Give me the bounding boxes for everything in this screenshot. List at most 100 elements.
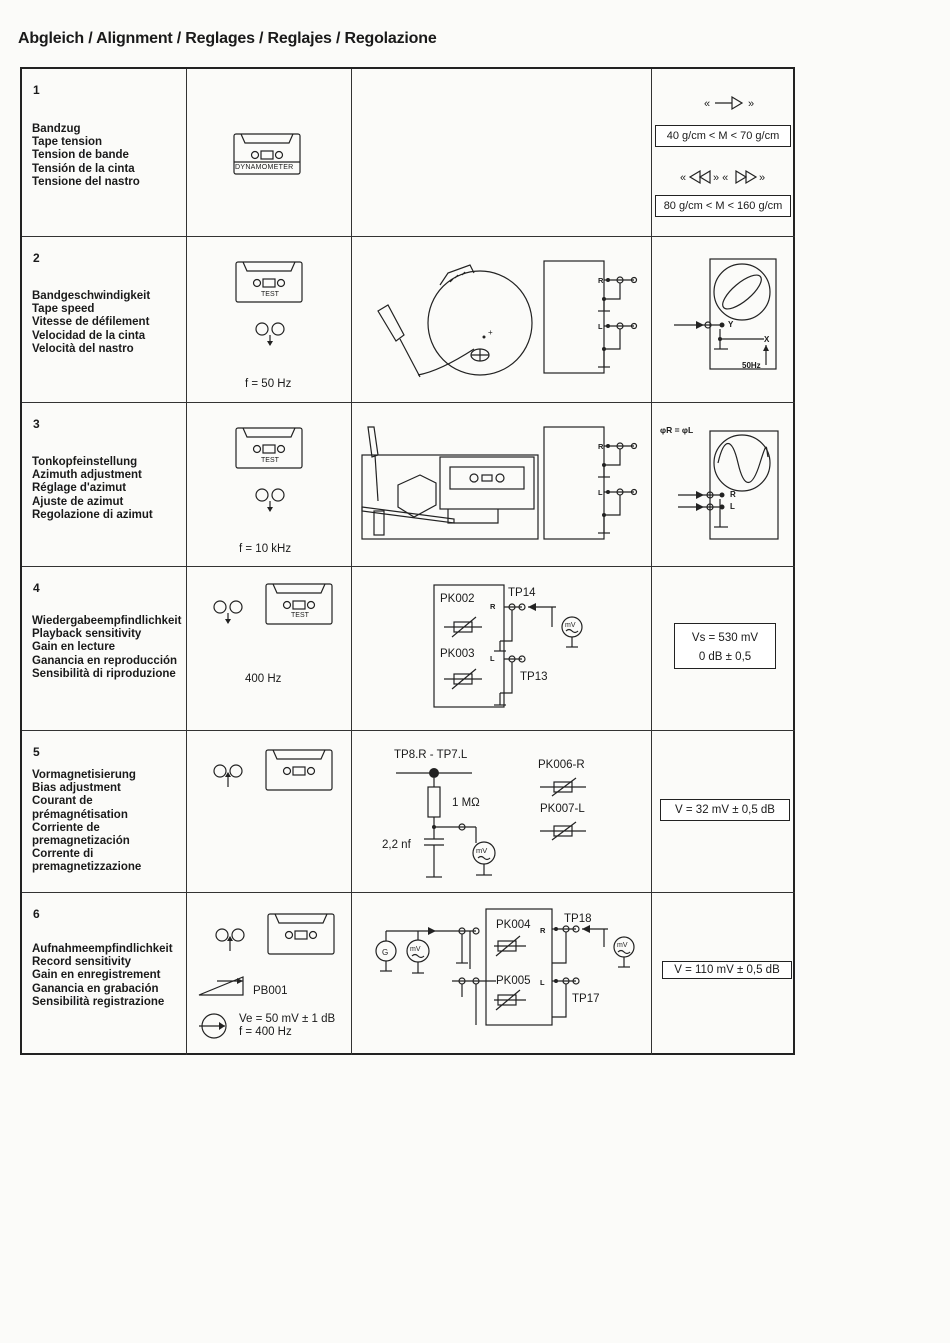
- svg-text:R: R: [598, 442, 604, 451]
- pk-label-b: PK005: [496, 975, 531, 987]
- spec-box: Vs = 530 mV 0 dB ± 0,5: [674, 623, 776, 669]
- test-cassette-icon: [265, 583, 333, 625]
- playback-reels-icon: [213, 600, 243, 624]
- test-cassette-icon: [235, 261, 303, 303]
- row-6-setup: PB001 Ve = 50 mV ± 1 dB f = 400 Hz: [187, 893, 352, 1055]
- cassette-label: TEST: [291, 612, 309, 619]
- playback-reels-icon: [255, 322, 285, 346]
- row-2-setup: TEST f = 50 Hz: [187, 237, 352, 403]
- alignment-table: 1 Bandzug Tape tension Tension de bande …: [20, 67, 795, 1055]
- record-sensitivity-circuit: G mV mV: [375, 908, 635, 1026]
- row-number: 4: [33, 581, 40, 595]
- svg-text:L: L: [598, 322, 603, 331]
- row-4-setup: TEST 400 Hz: [187, 567, 352, 731]
- test-point-circuit: R L: [543, 426, 638, 540]
- row-number: 2: [33, 251, 40, 265]
- spec-box-2: 80 g/cm < M < 160 g/cm: [655, 195, 791, 217]
- generator-input-icon: [199, 1013, 227, 1039]
- trimmer-r-icon: [540, 777, 586, 797]
- svg-text:»: »: [748, 98, 754, 110]
- pin-r-label: R: [490, 602, 496, 611]
- cassette-label: TEST: [261, 457, 279, 464]
- playback-reels-icon: [255, 488, 285, 512]
- pin-l-label: L: [540, 978, 545, 987]
- row-5-spec: V = 32 mV ± 0,5 dB: [652, 731, 795, 893]
- svg-text:G: G: [382, 948, 388, 957]
- svg-text:L: L: [598, 488, 603, 497]
- tp-label-a: TP14: [508, 587, 536, 599]
- pk-label-a: PK004: [496, 919, 531, 931]
- row-4-diagram: mV PK002 PK003 TP14 TP13 R L: [352, 567, 652, 731]
- input-voltage: Ve = 50 mV ± 1 dB: [239, 1013, 336, 1025]
- blank-cassette-icon: [267, 913, 335, 955]
- pk-label-b: PK003: [440, 648, 475, 660]
- play-arrow-icon: « »: [704, 95, 754, 111]
- cassette-label: TEST: [261, 291, 279, 298]
- test-point-circuit: R L: [543, 260, 638, 374]
- spec-box: V = 32 mV ± 0,5 dB: [660, 799, 790, 821]
- spec-box: V = 110 mV ± 0,5 dB: [662, 961, 792, 979]
- row-6-diagram: G mV mV PK004 PK005 TP18: [352, 893, 652, 1055]
- test-frequency: f = 10 kHz: [239, 543, 292, 555]
- row-number: 5: [33, 745, 40, 759]
- row-number: 1: [33, 83, 40, 97]
- bias-measurement-circuit: mV: [396, 768, 496, 878]
- pin-r-label: R: [540, 926, 546, 935]
- row-names: Wiedergabeempfindlichkeit Playback sensi…: [32, 615, 182, 680]
- test-cassette-icon: [235, 427, 303, 469]
- spec-box-1: 40 g/cm < M < 70 g/cm: [655, 125, 791, 147]
- scope-frequency: 50Hz: [742, 361, 761, 370]
- row-2-spec: Y X 50Hz: [652, 237, 795, 403]
- tp-label-b: TP17: [572, 993, 600, 1005]
- row-1-setup: DYNAMOMETER: [187, 69, 352, 237]
- tape-head-azimuth-icon: [361, 426, 539, 540]
- trimmer-l-icon: [540, 821, 586, 841]
- scope-y-label: Y: [728, 320, 734, 329]
- pk-l-label: PK007-L: [540, 803, 585, 815]
- row-names: Bandzug Tape tension Tension de bande Te…: [32, 123, 140, 188]
- dynamometer-cassette-icon: [233, 133, 301, 175]
- row-4-description: 4 Wiedergabeempfindlichkeit Playback sen…: [22, 567, 187, 731]
- pk-r-label: PK006-R: [538, 759, 585, 771]
- row-6-spec: V = 110 mV ± 0,5 dB: [652, 893, 795, 1055]
- row-names: Aufnahmeempfindlichkeit Record sensitivi…: [32, 943, 173, 1008]
- row-5-description: 5 Vormagnetisierung Bias adjustment Cour…: [22, 731, 187, 893]
- test-frequency: f = 400 Hz: [239, 1026, 292, 1038]
- phase-condition: φR = φL: [660, 425, 694, 435]
- row-5-setup: [187, 731, 352, 893]
- record-reels-icon: [213, 764, 243, 787]
- scope-x-label: X: [764, 335, 770, 344]
- svg-text:mV: mV: [476, 846, 487, 855]
- row-5-diagram: TP8.R - TP7.L mV 1 MΩ 2,2 nf PK006-R PK0…: [352, 731, 652, 893]
- svg-text:mV: mV: [617, 942, 628, 949]
- flywheel-screwdriver-icon: +: [377, 264, 533, 378]
- row-3-setup: TEST f = 10 kHz: [187, 403, 352, 567]
- svg-text:R: R: [598, 276, 604, 285]
- oscilloscope-lissajous-icon: [674, 258, 777, 370]
- row-names: Tonkopfeinstellung Azimuth adjustment Ré…: [32, 456, 153, 521]
- row-number: 3: [33, 417, 40, 431]
- playback-sensitivity-circuit: mV: [433, 584, 583, 708]
- cassette-label: DYNAMOMETER: [235, 164, 294, 171]
- capacitor-value: 2,2 nf: [382, 839, 411, 851]
- row-number: 6: [33, 907, 40, 921]
- level-slider-icon: [198, 976, 244, 996]
- row-6-description: 6 Aufnahmeempfindlichkeit Record sensiti…: [22, 893, 187, 1055]
- tp-label-a: TP18: [564, 913, 592, 925]
- resistor-value: 1 MΩ: [452, 797, 480, 809]
- record-reels-icon: [215, 928, 245, 951]
- svg-text:«: «: [680, 172, 686, 184]
- svg-text:»: »: [759, 172, 765, 184]
- svg-text:«: «: [704, 98, 710, 110]
- row-3-spec: φR = φL R L: [652, 403, 795, 567]
- row-3-description: 3 Tonkopfeinstellung Azimuth adjustment …: [22, 403, 187, 567]
- row-1-spec: « » 40 g/cm < M < 70 g/cm « » « » 80 g/c…: [652, 69, 795, 237]
- test-frequency: 400 Hz: [245, 673, 282, 685]
- fast-wind-arrows-icon: « » « »: [680, 169, 765, 185]
- tp-label-b: TP13: [520, 671, 548, 683]
- svg-text:mV: mV: [565, 622, 576, 629]
- svg-text:» «: » «: [713, 172, 728, 184]
- svg-text:mV: mV: [410, 946, 421, 953]
- pk-label-a: PK002: [440, 593, 475, 605]
- row-2-description: 2 Bandgeschwindigkeit Tape speed Vitesse…: [22, 237, 187, 403]
